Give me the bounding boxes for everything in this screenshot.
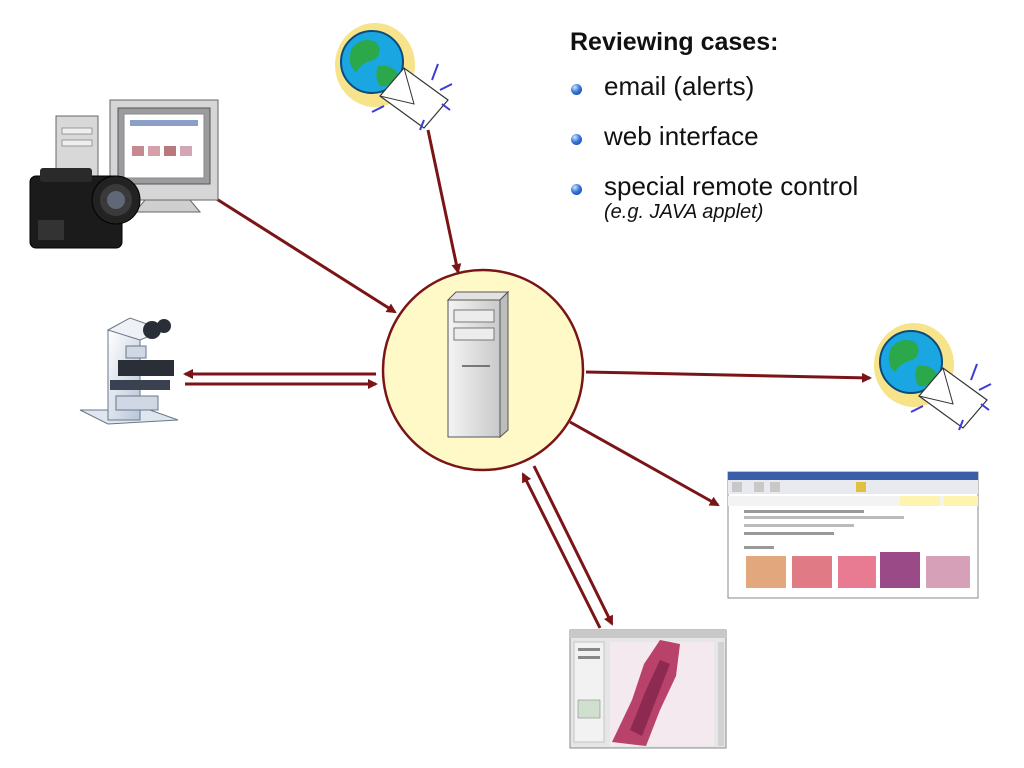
bullet-subtext: (e.g. JAVA applet) [604,201,764,223]
bullet-icon [571,184,582,195]
bullet-icon [571,134,582,145]
digital-camera-and-computer-icon [29,99,219,249]
bullet-remote-control: special remote control (e.g. JAVA applet… [570,171,1010,223]
arrow-server-to-applet-a [532,465,614,626]
connection-arrows [183,129,872,629]
arrow-server-to-web [569,420,720,507]
arrow-camera-to-server [214,196,397,314]
bullet-text: email (alerts) [604,71,755,101]
heading: Reviewing cases: [570,28,779,56]
reviewing-cases-text: Reviewing cases: email (alerts) web inte… [570,28,1010,243]
java-applet-viewer-screenshot-icon [569,629,727,749]
server-node [381,268,585,472]
globe-envelope-icon [335,23,453,131]
bullet-icon [571,84,582,95]
bullet-email-alerts: email (alerts) [570,71,1010,101]
arrow-applet-to-server-b [521,472,602,629]
server-tower-icon [446,290,510,439]
arrow-server-to-email [585,370,872,383]
arrow-email-to-server [426,129,462,274]
globe-envelope-icon [874,323,992,431]
web-case-page-screenshot-icon [727,471,979,599]
bullet-text: special remote control [604,171,859,201]
bullet-text: web interface [604,121,759,151]
robotic-microscope-icon [79,317,179,425]
bullet-web-interface: web interface [570,121,1010,151]
